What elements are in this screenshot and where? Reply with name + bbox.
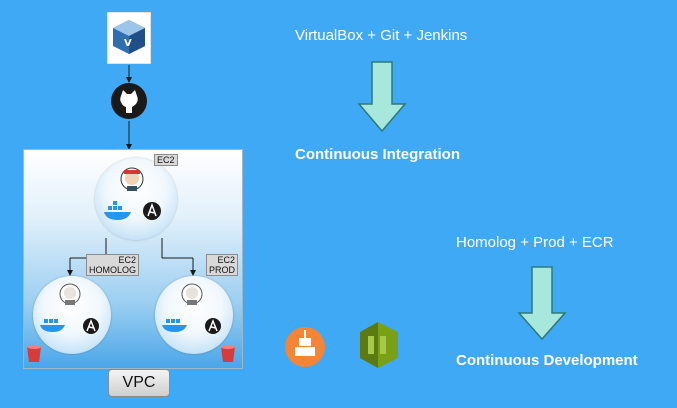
vpc-label: VPC [108, 369, 170, 397]
s3-bucket-icon [27, 345, 41, 362]
master-ec2-tag: EC2 [154, 154, 178, 166]
jenkins-icon [181, 283, 203, 305]
cd-title: Continuous Development [456, 352, 638, 369]
ecr-icon [285, 327, 325, 367]
jenkins-icon [59, 283, 81, 305]
jenkins-icon [120, 167, 144, 191]
ci-tools-caption: VirtualBox + Git + Jenkins [295, 27, 468, 44]
ansible-icon [83, 318, 99, 334]
homolog-tag-line1: EC2 [118, 255, 137, 265]
ci-title: Continuous Integration [295, 146, 460, 163]
prod-tag-line2: PROD [209, 265, 236, 275]
ansible-icon [205, 318, 221, 334]
docker-icon [104, 201, 131, 220]
homolog-ec2-tag: EC2 HOMOLOG [86, 254, 140, 276]
svg-text:V: V [124, 38, 132, 49]
homolog-tag-line2: HOMOLOG [89, 265, 137, 275]
docker-icon [40, 319, 65, 332]
prod-tag-line1: EC2 [217, 255, 236, 265]
cd-tools-caption: Homolog + Prod + ECR [456, 234, 614, 251]
codedeploy-icon [360, 322, 398, 368]
ci-down-arrow [357, 61, 407, 133]
s3-bucket-icon [221, 345, 235, 362]
cd-down-arrow [517, 266, 567, 341]
prod-ec2-tag: EC2 PROD [206, 254, 239, 276]
docker-icon [162, 319, 187, 332]
ansible-icon [143, 202, 161, 220]
virtualbox-icon: V [106, 11, 152, 65]
github-icon [110, 82, 148, 120]
